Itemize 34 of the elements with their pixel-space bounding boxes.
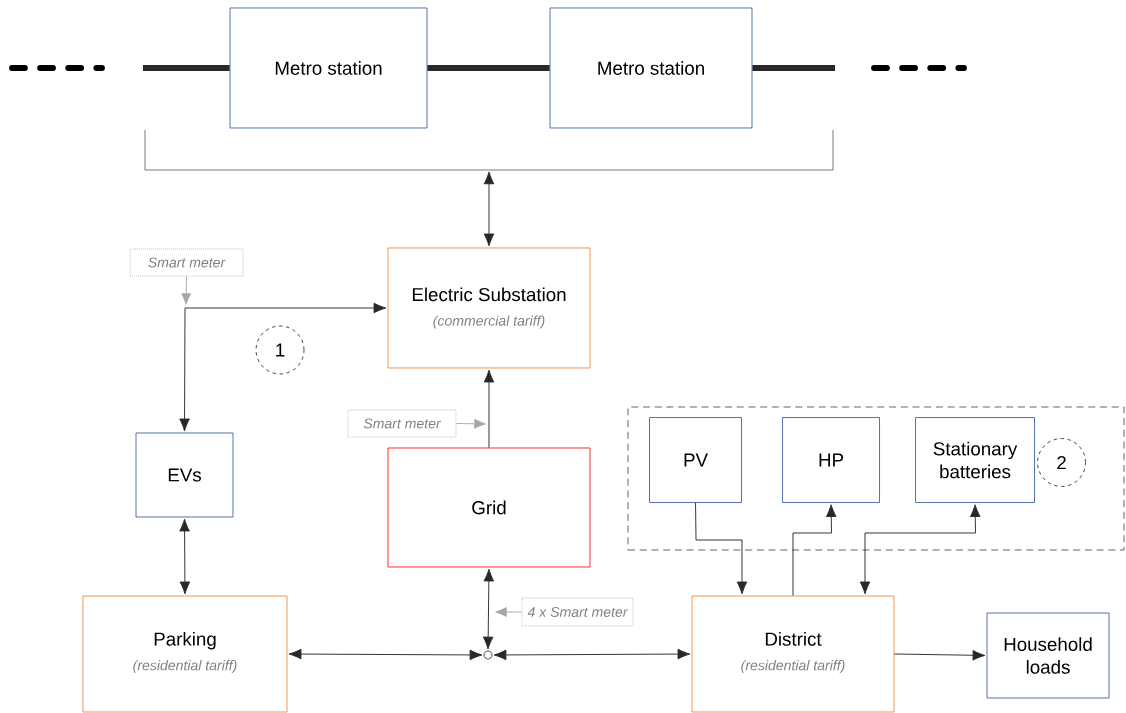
group-box <box>627 406 1125 551</box>
arrow <box>482 568 495 650</box>
arrow <box>179 307 190 432</box>
bracket-line <box>144 129 834 171</box>
meter-arrow <box>455 418 486 429</box>
station-box: Metro station <box>229 7 428 129</box>
rail-line <box>752 65 835 71</box>
device-box: HP <box>782 417 880 503</box>
rail-line <box>143 65 230 71</box>
load-box: Household loads <box>986 612 1110 699</box>
arrow <box>493 648 691 661</box>
meter-label-box: Smart meter <box>347 409 457 438</box>
parking-box: Parking (residential tariff) <box>82 595 288 713</box>
arrow <box>695 502 748 595</box>
arrow <box>179 518 191 595</box>
district-box: District (residential tariff) <box>691 595 895 713</box>
arrow <box>184 302 387 314</box>
device-box: Stationary batteries <box>915 417 1035 503</box>
meter-label-box: Smart meter <box>129 248 244 277</box>
arrow <box>483 369 495 449</box>
arrow <box>483 171 495 247</box>
meter-arrow <box>181 275 192 305</box>
rail-line <box>427 65 550 71</box>
arrow <box>792 504 837 597</box>
device-box: EVs <box>135 432 234 518</box>
arrow <box>893 650 986 661</box>
meter-label-box: 4 x Smart meter <box>521 597 634 627</box>
arrow <box>288 648 483 661</box>
meter-arrow <box>495 607 523 617</box>
substation-box: Electric Substation (commercial tariff) <box>387 247 591 369</box>
grid-box: Grid <box>387 447 591 568</box>
device-box: PV <box>649 417 742 503</box>
arrow <box>859 504 981 595</box>
station-box: Metro station <box>549 7 753 129</box>
